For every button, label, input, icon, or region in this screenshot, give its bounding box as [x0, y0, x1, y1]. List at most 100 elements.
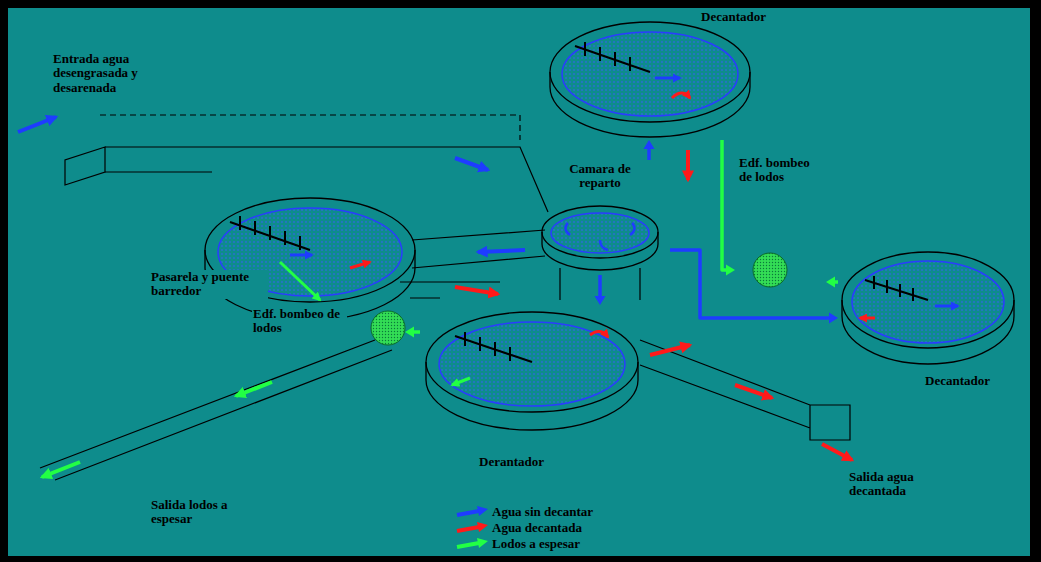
flow-arrow: [935, 305, 958, 308]
label-anchor: Pasarela y puente barredor: [150, 270, 268, 299]
flow-connector: [595, 275, 606, 305]
node-label: Derantador: [478, 455, 588, 469]
sweeper-bridge: [230, 216, 310, 250]
pump-building: [371, 311, 405, 345]
flow-arrow: [455, 158, 488, 170]
sweeper-bridge: [575, 42, 650, 72]
flow-arrow: [860, 317, 875, 320]
node-label: Edf. bombeo de lodos: [738, 156, 824, 185]
clarifier-tank: Derantador: [420, 305, 645, 475]
feed-channel: [560, 268, 640, 300]
flow-connector: [405, 327, 420, 338]
flow-arrow: [822, 444, 852, 460]
legend-row: Agua decantada: [455, 521, 583, 535]
ground: [8, 8, 1030, 556]
sludge-pump-building: Edf. bombeo de lodos: [735, 150, 826, 295]
node-label: Camara de reparto: [562, 162, 638, 191]
feed-channel: [412, 230, 545, 268]
node-label: Decantador: [924, 374, 1016, 388]
callout-label: Salida agua decantada: [848, 470, 948, 499]
flow-arrow: [655, 77, 680, 80]
settling-tank: [842, 252, 1014, 364]
water-surface: [551, 213, 649, 253]
flow-arrow: [590, 331, 608, 337]
tank-rim: [842, 252, 1014, 348]
legend-arrow-shaft: [457, 511, 479, 515]
callout-label: Pasarela y puente barredor: [150, 270, 268, 299]
legend-arrow-head: [477, 506, 488, 516]
connector-line: [414, 330, 420, 334]
arrowhead: [826, 277, 835, 288]
decanted-channel: [400, 282, 500, 298]
flow-arrow: [455, 287, 498, 294]
connector-line: [670, 250, 829, 318]
legend-row: Agua sin decantar: [455, 505, 594, 519]
callout-label: Salida lodos a espesar: [150, 498, 245, 527]
legend-arrow-shaft: [457, 543, 479, 547]
settling-tank: [205, 198, 415, 320]
tank-rim: [426, 312, 638, 412]
connector-line: [835, 280, 838, 284]
node-label: Edf. bombeo de lodos: [252, 307, 347, 336]
connector-line: [647, 149, 651, 160]
legend-arrow: [455, 538, 489, 550]
legend-text: Agua sin decantar: [491, 505, 594, 519]
flow-arrow: [452, 378, 470, 385]
flow-arrow: [280, 262, 320, 300]
label-anchor: Salida lodos a espesar: [150, 498, 245, 527]
flow-arrow: [650, 345, 690, 355]
arrowhead: [405, 327, 414, 338]
clarifier-tank: Decantador: [535, 8, 790, 140]
legend-arrow: [455, 506, 489, 518]
flow-arrow: [350, 262, 370, 268]
node-label: Decantador: [700, 10, 788, 24]
arrowhead: [595, 296, 606, 305]
water-surface: [852, 261, 1004, 343]
sludge-pump-building: Edf. bombeo de lodos: [250, 303, 405, 353]
sludge-channel: [40, 340, 392, 480]
arrowhead: [829, 313, 838, 324]
legend-arrow-head: [477, 538, 488, 548]
channel-outline: [100, 115, 520, 140]
connector-line: [722, 140, 726, 270]
legend-arrow-shaft: [457, 527, 479, 531]
arrowhead: [726, 265, 735, 276]
legend-text: Lodos a espesar: [491, 537, 581, 551]
flow-arrow: [290, 254, 312, 257]
legend-text: Agua decantada: [491, 521, 583, 535]
flow-connector: [826, 277, 838, 288]
legend-arrow: [455, 522, 489, 534]
water-surface: [439, 322, 625, 406]
label-anchor: Entrada agua desengrasada y desarenada: [52, 52, 160, 95]
legend-row: Lodos a espesar: [455, 537, 581, 551]
flow-arrow: [478, 250, 525, 252]
label-anchor: Salida agua decantada: [848, 470, 948, 499]
tank-rim: [550, 22, 750, 122]
sweeper-bridge: [455, 332, 532, 362]
arrowhead: [644, 140, 655, 149]
inlet-channel: [105, 147, 548, 212]
flow-connector: [670, 250, 838, 324]
connector-line: [598, 275, 602, 296]
sweeper-bridge: [865, 276, 928, 301]
swirl-arrow: [565, 223, 634, 250]
flow-arrow: [236, 382, 272, 396]
distribution-chamber: Camara de reparto: [530, 160, 670, 275]
outlet-channel: [640, 340, 850, 440]
pump-building: [753, 253, 787, 287]
chamber-rim: [542, 206, 658, 258]
flow-arrow: [735, 385, 772, 398]
clarifier-tank: Decantador: [838, 240, 1018, 400]
inlet-channel: [65, 147, 105, 185]
flow-arrow: [672, 93, 690, 98]
channels: [40, 115, 850, 480]
flow-connector: [644, 140, 655, 160]
legend-arrow-head: [477, 522, 488, 532]
distribution-chamber: [542, 206, 658, 270]
settling-tank: [550, 22, 750, 137]
callout-label: Entrada agua desengrasada y desarenada: [52, 52, 160, 95]
flow-arrow: [42, 462, 80, 477]
flow-connector: [722, 140, 735, 276]
